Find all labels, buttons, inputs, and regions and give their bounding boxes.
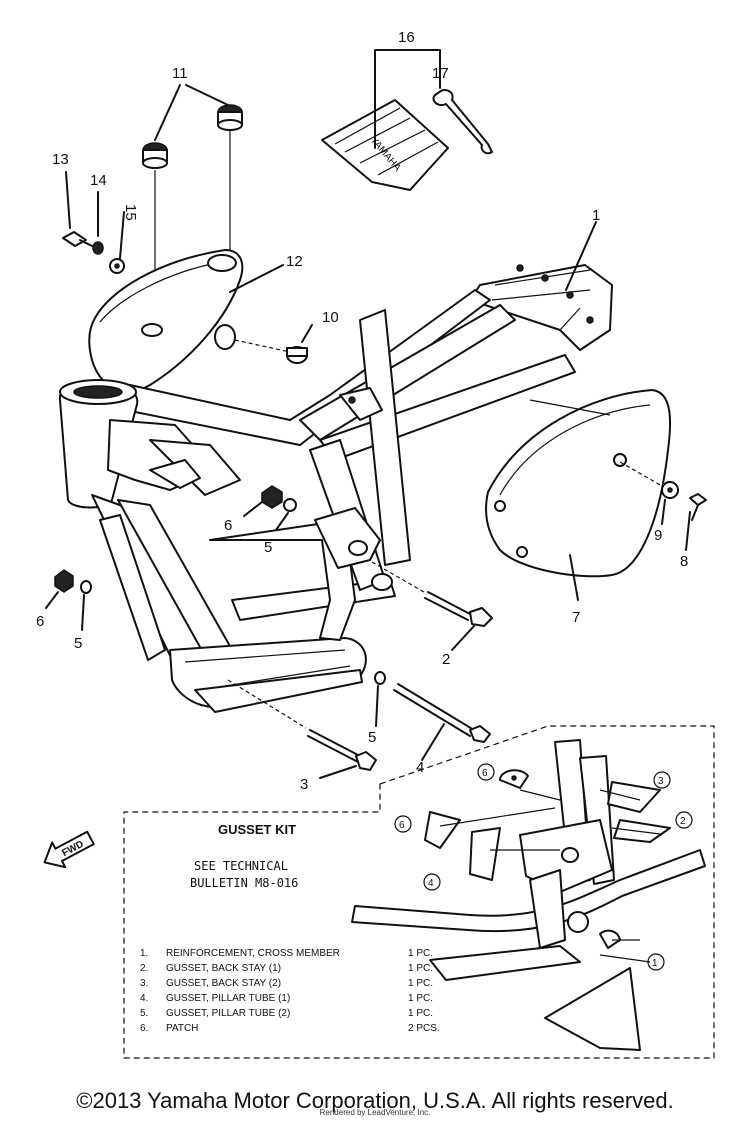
kit-item-no: 6. bbox=[140, 1023, 148, 1034]
kit-item-qty: 1 PC. bbox=[408, 963, 433, 974]
detail-circled-3: 3 bbox=[658, 776, 664, 787]
callout-8: 8 bbox=[680, 553, 688, 570]
copyright-notice: ©2013 Yamaha Motor Corporation, U.S.A. A… bbox=[76, 1088, 674, 1113]
callout-13: 13 bbox=[52, 151, 69, 168]
kit-item-name: PATCH bbox=[166, 1023, 198, 1034]
dampers-11 bbox=[142, 84, 243, 320]
kit-item-name: GUSSET, PILLAR TUBE (1) bbox=[166, 993, 290, 1004]
kit-item-name: GUSSET, PILLAR TUBE (2) bbox=[166, 1008, 290, 1019]
callout-5-rear: 5 bbox=[368, 729, 376, 746]
detail-circled-2: 2 bbox=[680, 816, 686, 827]
kit-item-no: 4. bbox=[140, 993, 148, 1004]
washer-5-upper bbox=[275, 498, 297, 531]
nut-6-upper bbox=[243, 485, 283, 517]
bolt-2 bbox=[371, 561, 493, 651]
callout-5-lower: 5 bbox=[74, 635, 82, 652]
gusset-kit-note-2: BULLETIN M8-016 bbox=[190, 876, 298, 890]
kit-item-name: GUSSET, BACK STAY (2) bbox=[166, 978, 281, 989]
kit-item-qty: 1 PC. bbox=[408, 993, 433, 1004]
fwd-arrow: FWD bbox=[43, 830, 95, 869]
callout-2: 2 bbox=[442, 651, 450, 668]
rendered-by: Rendered by LeadVenture, Inc. bbox=[319, 1108, 431, 1117]
bracket-16 bbox=[374, 49, 441, 149]
bolt-8 bbox=[685, 493, 707, 551]
washer-5-lower bbox=[80, 580, 92, 631]
kit-item-name: GUSSET, BACK STAY (1) bbox=[166, 963, 281, 974]
washer-5-rear bbox=[374, 671, 386, 727]
bolt-4 bbox=[393, 683, 491, 761]
callout-9: 9 bbox=[654, 527, 662, 544]
detail-circled-4: 4 bbox=[428, 878, 434, 889]
callout-15: 15 bbox=[122, 204, 139, 221]
callout-1: 1 bbox=[592, 207, 600, 224]
main-frame bbox=[58, 221, 613, 713]
washer-14 bbox=[92, 191, 104, 255]
kit-item-no: 5. bbox=[140, 1008, 148, 1019]
side-cover-7 bbox=[485, 389, 672, 601]
callout-14: 14 bbox=[90, 172, 107, 189]
washer-9 bbox=[619, 461, 679, 525]
tool-bag: YAMAHA bbox=[321, 99, 449, 191]
callout-5-upper: 5 bbox=[264, 539, 272, 556]
kit-item-no: 1. bbox=[140, 948, 148, 959]
kit-item-qty: 1 PC. bbox=[408, 1008, 433, 1019]
callout-6-lower: 6 bbox=[36, 613, 44, 630]
callout-4: 4 bbox=[416, 759, 424, 776]
kit-item-qty: 2 PCS. bbox=[408, 1023, 440, 1034]
detail-circled-1: 1 bbox=[652, 958, 658, 969]
damper-10 bbox=[234, 324, 313, 364]
kit-item-name: REINFORCEMENT, CROSS MEMBER bbox=[166, 948, 340, 959]
bolt-13 bbox=[62, 171, 93, 247]
side-cover-12 bbox=[88, 249, 284, 393]
gusset-kit-note-1: SEE TECHNICAL bbox=[194, 859, 288, 873]
callout-7: 7 bbox=[572, 609, 580, 626]
callout-10: 10 bbox=[322, 309, 339, 326]
nut-6-lower bbox=[45, 569, 74, 609]
kit-item-no: 2. bbox=[140, 963, 148, 974]
gusset-kit-list: 1. REINFORCEMENT, CROSS MEMBER 1 PC. 2. … bbox=[140, 948, 440, 1034]
kit-item-qty: 1 PC. bbox=[408, 948, 433, 959]
detail-circled-6b: 6 bbox=[399, 820, 405, 831]
callout-16: 16 bbox=[398, 29, 415, 46]
callout-17: 17 bbox=[432, 65, 449, 82]
detail-circled-6a: 6 bbox=[482, 768, 488, 779]
callout-3: 3 bbox=[300, 776, 308, 793]
kit-item-no: 3. bbox=[140, 978, 148, 989]
callout-12: 12 bbox=[286, 253, 303, 270]
gusset-kit-title: GUSSET KIT bbox=[218, 822, 296, 837]
bolt-3 bbox=[227, 679, 377, 779]
callout-11: 11 bbox=[172, 65, 188, 82]
callout-6-upper: 6 bbox=[224, 517, 232, 534]
wrench-tool bbox=[432, 89, 493, 155]
kit-item-qty: 1 PC. bbox=[408, 978, 433, 989]
washer-15 bbox=[109, 211, 125, 274]
gusset-detail: 6 6 4 3 2 1 bbox=[351, 739, 706, 1051]
